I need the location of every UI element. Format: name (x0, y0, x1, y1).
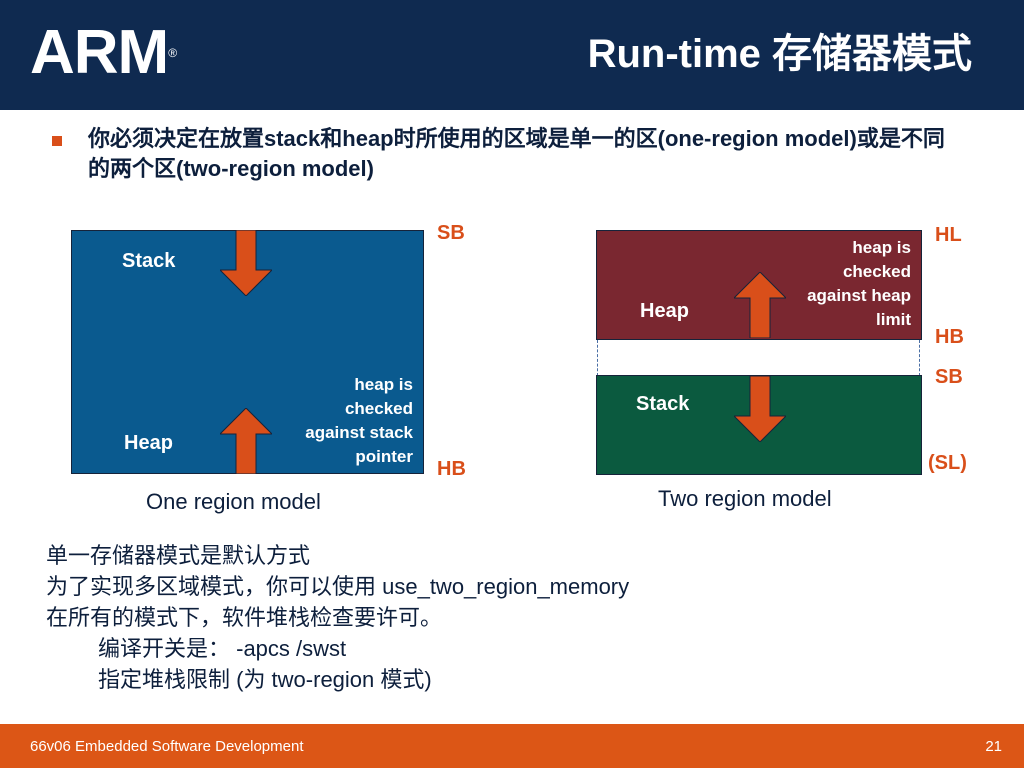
two-region-caption: Two region model (658, 486, 832, 511)
two-region-sb-marker: SB (935, 366, 963, 388)
bullet-square-icon (52, 136, 62, 146)
note-line: limit (876, 310, 911, 329)
note-line: against stack (305, 423, 413, 442)
logo-text: ARM (30, 18, 169, 87)
gap-right-dashed-line (919, 340, 920, 376)
stack-down-arrow-icon (734, 376, 786, 442)
note-line: against heap (807, 286, 911, 305)
body-line: 单一存储器模式是默认方式 (46, 543, 311, 568)
one-region-sb-marker: SB (437, 222, 465, 244)
body-line: 为了实现多区域模式，你可以使用 use_two_region_memory (46, 574, 630, 599)
two-region-heap-note: heap is checked against heap limit (770, 236, 911, 332)
gap-left-dashed-line (597, 340, 598, 376)
footer-bar: 66v06 Embedded Software Development 21 (0, 724, 1024, 768)
one-region-stack-label: Stack (122, 250, 176, 272)
two-region-stack-label: Stack (636, 393, 690, 415)
page-number: 21 (985, 738, 1002, 755)
note-line: checked (344, 399, 413, 418)
body-indented-line: 编译开关是： -apcs /swst (98, 636, 347, 661)
heap-up-arrow-icon (734, 272, 786, 338)
arm-logo: ARM® (30, 22, 177, 84)
bullet-text: 你必须决定在放置stack和heap时所使用的区域是单一的区(one-regio… (88, 126, 945, 181)
two-region-hl-marker: HL (935, 224, 962, 246)
two-region-hb-marker: HB (935, 326, 964, 348)
header-bar: ARM® Run-time 存储器模式 (0, 0, 1024, 110)
two-region-heap-label: Heap (640, 300, 689, 322)
body-line: 在所有的模式下，软件堆栈检查要许可。 (46, 605, 443, 630)
note-line: heap is (852, 238, 911, 257)
two-region-sl-marker: (SL) (928, 452, 967, 474)
one-region-heap-note: heap is checked against stack pointer (278, 373, 413, 469)
note-line: heap is (354, 375, 413, 394)
stack-down-arrow-icon (220, 230, 272, 296)
note-line: pointer (355, 447, 413, 466)
one-region-heap-label: Heap (124, 432, 173, 454)
body-indented-line: 指定堆栈限制 (为 two-region 模式) (98, 667, 432, 692)
slide-title: Run-time 存储器模式 (587, 32, 972, 76)
body-text: 单一存储器模式是默认方式 为了实现多区域模式，你可以使用 use_two_reg… (46, 540, 629, 695)
trademark-mark: ® (168, 46, 177, 60)
one-region-caption: One region model (146, 489, 321, 514)
one-region-hb-marker: HB (437, 458, 466, 480)
footer-course-title: 66v06 Embedded Software Development (30, 738, 304, 755)
note-line: checked (842, 262, 911, 281)
heap-up-arrow-icon (220, 408, 272, 474)
